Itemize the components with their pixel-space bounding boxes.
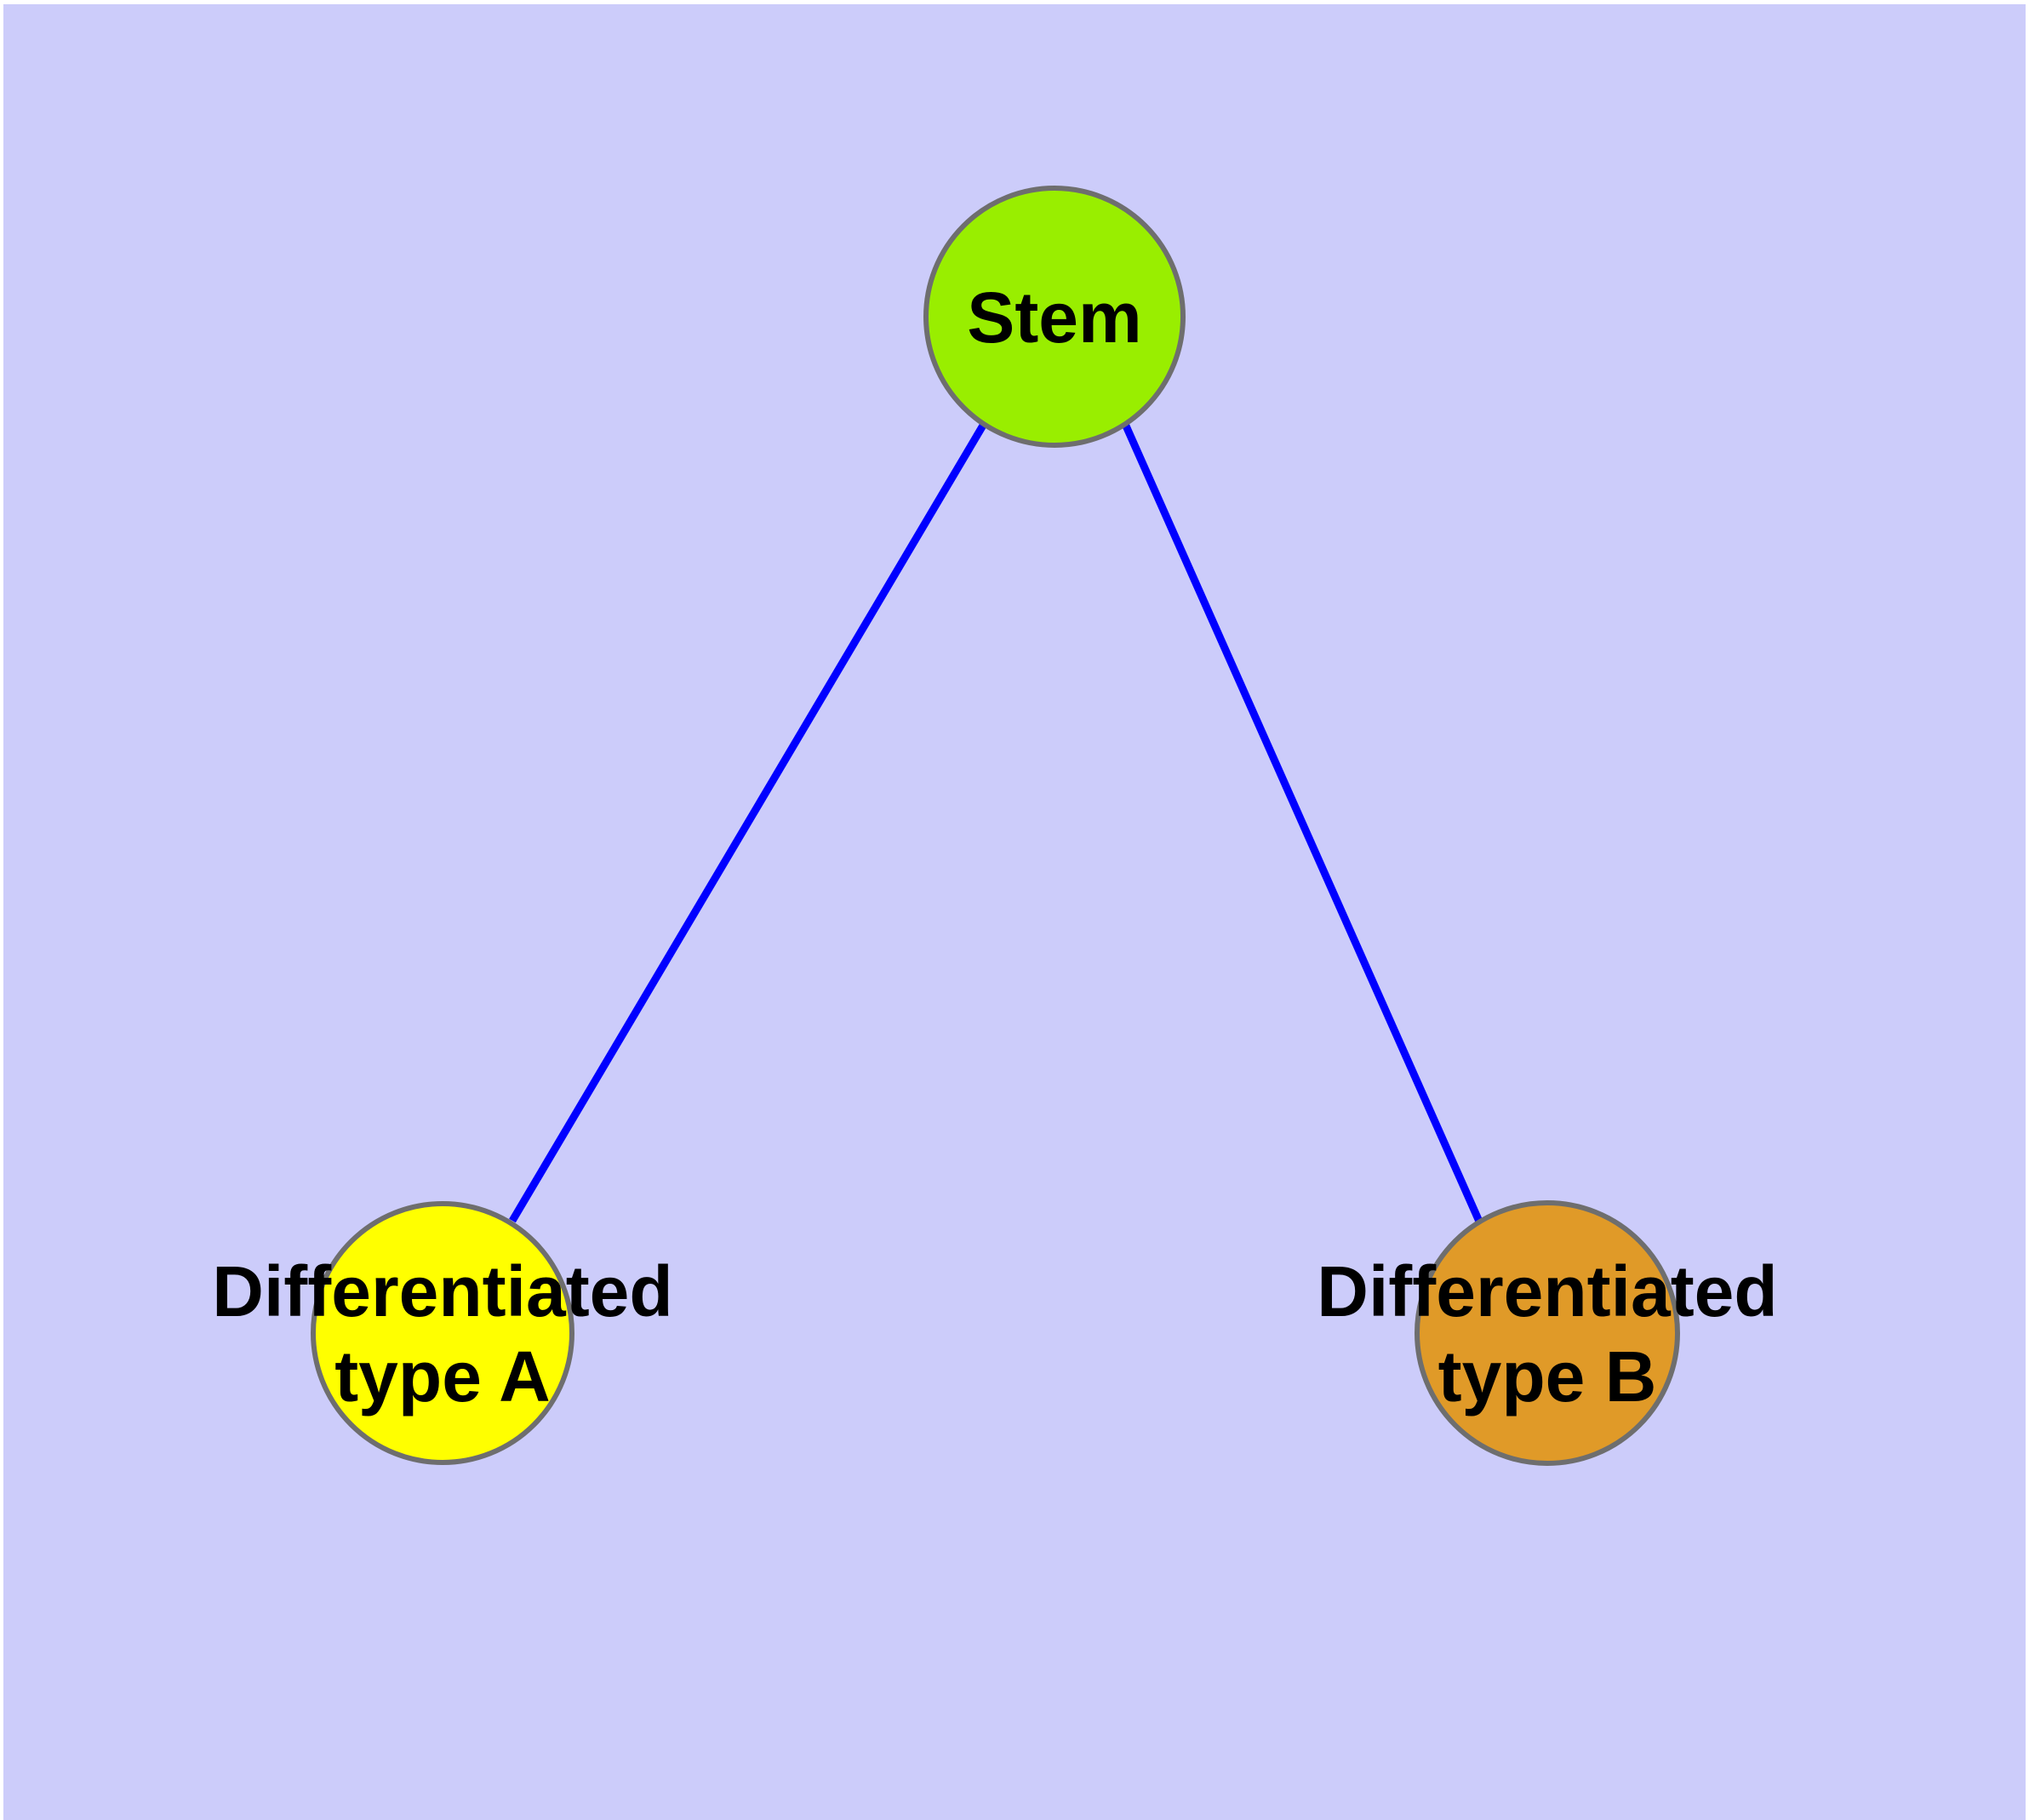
node-differentiated-type-b-circle[interactable] — [1415, 1200, 1680, 1466]
node-stem[interactable]: Stem — [923, 186, 1186, 448]
node-stem-label: Stem — [967, 278, 1141, 358]
edge-layer — [509, 421, 1484, 1225]
edge-stem-to-differentiated-type-a[interactable] — [509, 421, 987, 1223]
edge-stem-to-differentiated-type-b[interactable] — [1121, 422, 1484, 1225]
node-differentiated-type-a-circle[interactable] — [311, 1201, 574, 1465]
node-stem-circle[interactable] — [923, 186, 1186, 448]
